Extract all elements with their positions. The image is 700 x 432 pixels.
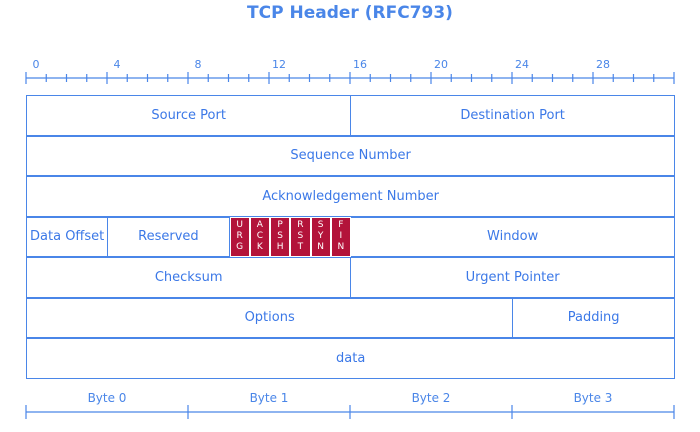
field-reserved: Reserved	[107, 216, 230, 257]
diagram-title: TCP Header (RFC793)	[247, 3, 453, 23]
field-source-port: Source Port	[26, 95, 352, 136]
field-destination-port: Destination Port	[350, 95, 676, 136]
scale-tick-label: 24	[515, 58, 529, 71]
flag-letter: U	[236, 220, 243, 231]
flag-letter: S	[297, 231, 304, 242]
flag-letter: R	[236, 231, 243, 242]
field-data-offset: Data Offset	[26, 216, 109, 257]
row-ports: Source Port Destination Port	[26, 95, 676, 136]
field-padding: Padding	[512, 297, 676, 338]
row-options: Options Padding	[26, 297, 676, 338]
row-checksum: Checksum Urgent Pointer	[26, 257, 676, 298]
scale-tick-label: 8	[195, 58, 202, 71]
scale-tick-label: 0	[33, 58, 40, 71]
field-window: Window	[350, 216, 676, 257]
flag-letter: Y	[317, 231, 324, 242]
flag-letter: A	[256, 220, 263, 231]
field-urgent-pointer: Urgent Pointer	[350, 257, 676, 298]
flag-letter: K	[256, 242, 263, 253]
scale-tick-label: 4	[114, 58, 121, 71]
flag-letter: S	[277, 231, 283, 242]
field-data: data	[26, 338, 676, 379]
field-options: Options	[26, 297, 514, 338]
field-checksum: Checksum	[26, 257, 352, 298]
byte-label: Byte 3	[574, 391, 613, 405]
flag-letter: T	[297, 242, 304, 253]
flag-letter: G	[236, 242, 244, 253]
scale-tick-label: 12	[272, 58, 286, 71]
scale-tick-label: 20	[434, 58, 448, 71]
scale-tick-label: 28	[596, 58, 610, 71]
byte-label: Byte 1	[250, 391, 289, 405]
row-data: data	[26, 338, 676, 379]
flag-letter: N	[317, 242, 324, 253]
flag-letter: P	[277, 220, 283, 231]
flag-letter: N	[337, 242, 345, 253]
flag-letter: S	[317, 220, 324, 231]
field-ack-number: Acknowledgement Number	[26, 176, 676, 217]
row-ack: Acknowledgement Number	[26, 176, 676, 217]
flag-letter: H	[276, 242, 284, 253]
tcp-header-grid: Source Port Destination Port Sequence Nu…	[26, 95, 676, 379]
flag-letter: C	[256, 231, 264, 242]
byte-label: Byte 0	[88, 391, 127, 405]
byte-scale: Byte 0 Byte 1 Byte 2 Byte 3	[25, 391, 675, 419]
flag-letter: R	[297, 220, 304, 231]
field-sequence-number: Sequence Number	[26, 135, 676, 176]
scale-tick-label: 16	[353, 58, 367, 71]
bit-scale: 0 4 8 12 16 20 24 28	[25, 58, 675, 84]
flag-letter: F	[338, 220, 344, 231]
flag-letter: I	[339, 231, 343, 242]
byte-label: Byte 2	[412, 391, 451, 405]
row-sequence: Sequence Number	[26, 135, 676, 176]
